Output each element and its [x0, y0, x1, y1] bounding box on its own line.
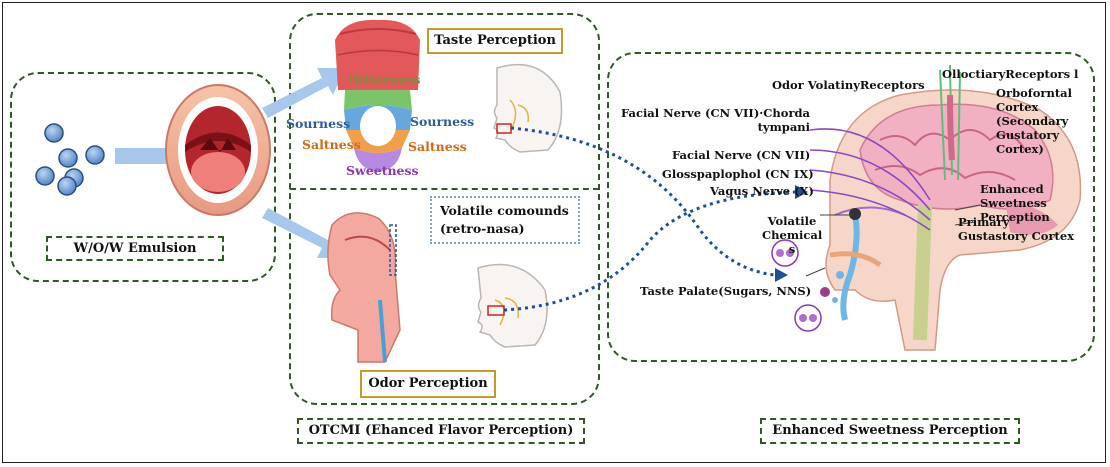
olfactory-receptors-label: OlloctiaryReceptors l — [942, 67, 1079, 81]
droplet — [35, 166, 55, 186]
odor-receptors-label: Odor VolatinyReceptors — [772, 78, 925, 92]
tongue-sourness-right-label: Sourness — [410, 114, 475, 129]
droplet — [57, 176, 77, 196]
droplet — [44, 123, 64, 143]
head-profile-taste — [493, 63, 563, 153]
nasal-cavity-illustration — [327, 212, 401, 363]
enhanced-sweetness-label: Enhanced Sweetness Perception — [760, 418, 1020, 444]
vagus-nerve-label: Vagus Nerve (X) — [710, 184, 814, 198]
emulsion-label: W/O/W Emulsion — [46, 236, 224, 261]
otcmi-divider — [290, 188, 599, 190]
volatile-chemicals-label: Volatile Chemical s — [762, 214, 823, 256]
emulsion-droplets — [35, 123, 105, 196]
tongue-illustration — [335, 19, 420, 172]
orbitofrontal-cortex-label: Orboforntal Cortex (Secondary Gustatory … — [996, 86, 1072, 156]
emulsion-panel — [10, 72, 276, 282]
chorda-tympani-label: Facial Nerve (CN VII)·Chorda tympani — [620, 106, 810, 134]
arrow-to-odor — [262, 208, 345, 258]
odor-perception-label: Odor Perception — [360, 370, 496, 398]
leader-lines — [805, 204, 981, 277]
taste-palate-label: Taste Palate(Sugars, NNS) — [640, 284, 812, 298]
enhanced-sweet-brain-label: Enhanced Sweetness Perception — [980, 182, 1050, 224]
droplet — [85, 145, 105, 165]
arrow-to-taste — [262, 68, 345, 118]
volatile-compounds-label: Volatile comounds (retro-nasa) — [440, 203, 569, 236]
tongue-bitterness-label: Bitterness — [348, 72, 421, 87]
primary-gustatory-label: Primary Gustastory Cortex — [958, 215, 1074, 243]
otcmi-label: OTCMI (Ehanced Flavor Perception) — [297, 418, 585, 444]
droplet — [58, 148, 78, 168]
otcmi-panel — [289, 13, 600, 405]
brain-sagittal-illustration — [771, 64, 1082, 351]
tongue-saltness-right-label: Saltness — [408, 139, 467, 154]
glossopharyngeal-label: Glosspaplophol (CN IX) — [662, 167, 814, 181]
receptor-icon — [771, 239, 799, 267]
facial-nerve-label: Facial Nerve (CN VII) — [672, 148, 811, 162]
receptor-icon — [794, 304, 822, 332]
head-profile-odor — [477, 263, 548, 348]
enhanced-panel — [607, 52, 1095, 362]
tongue-sweetness-label: Sweetness — [346, 163, 419, 178]
tongue-sourness-left-label: Sourness — [286, 116, 351, 131]
volatile-compounds-box — [430, 196, 580, 244]
taste-perception-label: Taste Perception — [427, 28, 563, 54]
tongue-saltness-left-label: Saltness — [302, 137, 361, 152]
mouth-illustration — [165, 84, 271, 216]
